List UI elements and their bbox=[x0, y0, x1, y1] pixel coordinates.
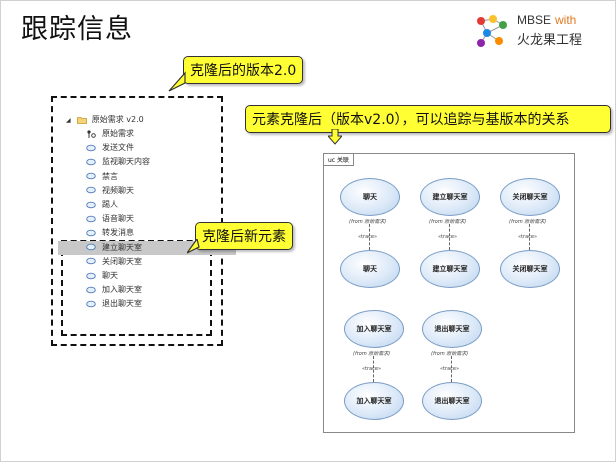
from-label: (from 原始需求) bbox=[431, 351, 469, 357]
logo-with: with bbox=[555, 13, 577, 27]
usecase-close-room-clone[interactable]: 关闭聊天室 bbox=[500, 250, 560, 288]
usecase-icon bbox=[86, 286, 96, 293]
tree-item[interactable]: 禁言 bbox=[58, 170, 236, 184]
trace-line bbox=[373, 356, 374, 382]
callout-clone-new: 克隆后新元素 bbox=[195, 222, 293, 250]
tree-item[interactable]: 转发消息 bbox=[58, 226, 236, 240]
from-label: (from 原始需求) bbox=[509, 219, 547, 225]
callout-pointer bbox=[187, 239, 200, 254]
trace-label: «trace» bbox=[440, 366, 460, 372]
tree-item[interactable]: 关闭聊天室 bbox=[58, 255, 236, 269]
tree-item-label: 禁言 bbox=[102, 171, 118, 181]
down-arrow-icon bbox=[328, 129, 342, 145]
tree-item-label: 建立聊天室 bbox=[102, 242, 142, 252]
diagram-tab[interactable]: uc 关联 bbox=[324, 154, 355, 166]
expand-toggle-icon[interactable]: ◢ bbox=[66, 117, 71, 124]
tree-item-label: 监视聊天内容 bbox=[102, 157, 150, 167]
tree-item[interactable]: 语音聊天 bbox=[58, 212, 236, 226]
from-label: (from 原始需求) bbox=[349, 219, 387, 225]
trace-line bbox=[451, 356, 452, 382]
usecase-join-room-clone[interactable]: 加入聊天室 bbox=[344, 382, 404, 420]
callout-pointer bbox=[168, 71, 186, 92]
usecase-exit-room-clone[interactable]: 退出聊天室 bbox=[422, 382, 482, 420]
usecase-icon bbox=[86, 229, 96, 237]
tree-outline bbox=[51, 96, 223, 346]
tree-item[interactable]: 发送文件 bbox=[58, 141, 236, 155]
tree-item-label: 原始需求 bbox=[102, 129, 134, 138]
tree-item[interactable]: 原始需求 bbox=[58, 127, 236, 141]
usecase-icon bbox=[86, 300, 96, 308]
logo-dot bbox=[477, 17, 485, 25]
logo-org: 火龙果工程 bbox=[517, 33, 583, 48]
logo-dot bbox=[495, 37, 503, 45]
logo-dot bbox=[483, 29, 491, 37]
package-folder-icon bbox=[77, 116, 88, 124]
from-label: (from 原始需求) bbox=[429, 219, 467, 225]
usecase-exit-room-original[interactable]: 退出聊天室 bbox=[422, 310, 482, 348]
tree-item-label: 关闭聊天室 bbox=[102, 256, 142, 266]
tree-item-label: 加入聊天室 bbox=[102, 285, 142, 295]
tree-item[interactable]: 聊天 bbox=[58, 269, 236, 283]
callout-clone-version: 克隆后的版本2.0 bbox=[183, 56, 304, 84]
tree-item-label: 退出聊天室 bbox=[102, 299, 142, 309]
from-label: (from 原始需求) bbox=[353, 351, 391, 357]
usecase-icon bbox=[86, 172, 96, 180]
trace-label: «trace» bbox=[362, 366, 382, 372]
callout-clone-trace: 元素克隆后（版本v2.0），可以追踪与基版本的关系 bbox=[245, 105, 611, 133]
usecase-icon bbox=[86, 243, 96, 251]
trace-line bbox=[369, 224, 370, 250]
tree-item-label: 踢人 bbox=[102, 200, 118, 209]
usecase-chat-clone[interactable]: 聊天 bbox=[340, 250, 400, 288]
logo-dot bbox=[477, 39, 485, 47]
tree-item[interactable]: 视频聊天 bbox=[58, 184, 236, 198]
usecase-diagram: uc 关联 聊天 (from 原始需求) «trace» 聊天 建立聊天室 (f… bbox=[323, 153, 575, 433]
usecase-create-room-clone[interactable]: 建立聊天室 bbox=[420, 250, 480, 288]
tree-item[interactable]: 加入聊天室 bbox=[58, 283, 236, 297]
trace-label: «trace» bbox=[438, 234, 458, 240]
usecase-icon bbox=[86, 201, 96, 208]
tree-item[interactable]: 踢人 bbox=[58, 198, 236, 212]
usecase-icon bbox=[86, 215, 96, 222]
tree-item-label: 聊天 bbox=[102, 271, 118, 280]
usecase-close-room-original[interactable]: 关闭聊天室 bbox=[500, 178, 560, 216]
tree-item-label: 发送文件 bbox=[102, 143, 134, 153]
logo-network-icon bbox=[477, 15, 507, 47]
tree-item-label: 语音聊天 bbox=[102, 214, 134, 224]
logo-dot bbox=[499, 21, 507, 29]
tree-item[interactable]: 退出聊天室 bbox=[58, 297, 236, 311]
logo-dot bbox=[489, 15, 497, 23]
usecase-create-room-original[interactable]: 建立聊天室 bbox=[420, 178, 480, 216]
usecase-icon bbox=[86, 144, 96, 151]
usecase-icon bbox=[86, 258, 96, 265]
usecase-join-room-original[interactable]: 加入聊天室 bbox=[344, 310, 404, 348]
tree-item-label: 视频聊天 bbox=[102, 185, 134, 195]
structure-icon bbox=[87, 129, 96, 138]
usecase-icon bbox=[86, 187, 96, 194]
trace-line bbox=[449, 224, 450, 250]
trace-label: «trace» bbox=[358, 234, 378, 240]
usecase-chat-original[interactable]: 聊天 bbox=[340, 178, 400, 216]
tree-item[interactable]: 监视聊天内容 bbox=[58, 155, 236, 169]
usecase-icon bbox=[86, 158, 96, 166]
slide-title: 跟踪信息 bbox=[21, 14, 133, 45]
usecase-icon bbox=[86, 272, 96, 279]
tree-root[interactable]: ◢ 原始需求 v2.0 bbox=[66, 115, 144, 124]
trace-label: «trace» bbox=[518, 234, 538, 240]
trace-line bbox=[529, 224, 530, 250]
tree-item-label: 转发消息 bbox=[102, 228, 134, 238]
